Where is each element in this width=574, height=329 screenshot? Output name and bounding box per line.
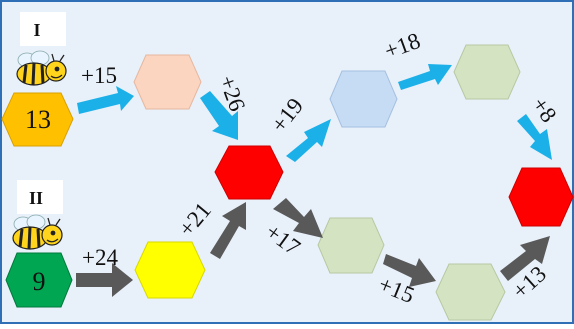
player-2-tag bbox=[17, 180, 63, 214]
player-2-start-value: 9 bbox=[33, 267, 46, 296]
player-2-start-hexagon: 9 bbox=[5, 252, 73, 308]
arrow-grey-4 bbox=[383, 254, 436, 287]
arrow-blue-5 bbox=[517, 114, 552, 160]
bee-2-icon bbox=[12, 214, 63, 250]
step-label-p2-a: +24 bbox=[82, 245, 118, 270]
player-1-start-hexagon: 13 bbox=[1, 92, 74, 147]
arrow-grey-1 bbox=[76, 263, 133, 297]
hexagon-light-blue bbox=[329, 70, 398, 128]
bee-1-icon bbox=[16, 50, 67, 86]
arrow-blue-3 bbox=[286, 119, 331, 162]
arrow-blue-4 bbox=[398, 64, 452, 90]
arrow-blue-1 bbox=[77, 86, 134, 114]
step-label-p1-a: +15 bbox=[81, 63, 117, 88]
hexagon-green-bottom bbox=[435, 263, 506, 321]
hexagon-red-right bbox=[508, 167, 574, 227]
player-1-tag bbox=[20, 12, 66, 46]
player-1-roman: I bbox=[33, 20, 40, 40]
hexagon-green-top bbox=[453, 44, 521, 100]
hexagon-peach bbox=[133, 54, 202, 110]
hexagon-red-center bbox=[214, 145, 284, 200]
hexagon-green-middle bbox=[317, 217, 385, 274]
arrow-grey-2 bbox=[210, 202, 246, 259]
player-2-roman: II bbox=[29, 188, 43, 208]
arrow-blue-2 bbox=[200, 91, 238, 140]
arrow-grey-3 bbox=[273, 198, 323, 238]
player-1-start-value: 13 bbox=[25, 105, 51, 134]
hexagon-yellow bbox=[134, 241, 206, 299]
arrow-grey-5 bbox=[500, 236, 550, 281]
